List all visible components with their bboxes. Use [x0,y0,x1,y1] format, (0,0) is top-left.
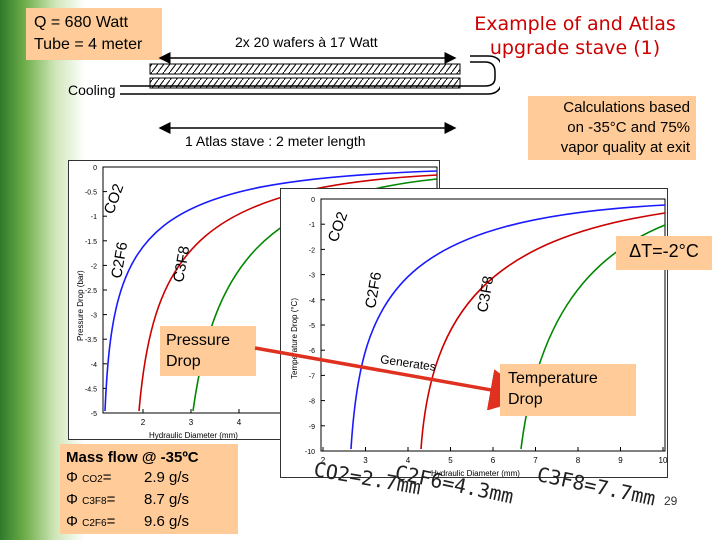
pressure-drop-line1: Pressure [166,332,231,349]
temperature-xtick-label: 5 [448,456,453,465]
temperature-ytick-label: -8 [309,399,315,406]
pressure-ytick-label: -3 [91,313,97,320]
calc-note-box: Calculations based on -35°C and 75% vapo… [528,96,696,160]
pressure-ytick-label: -1 [91,214,97,221]
mass-flow-value: 8.7 g/s [144,491,190,508]
pressure-ytick-label: 0 [93,165,97,172]
temperature-drop-label: Temperature Drop [500,364,636,416]
page-number: 29 [664,494,678,508]
pressure-ylabel: Pressure Drop (bar) [76,270,85,341]
temperature-ytick-label: -10 [305,449,315,456]
title-line1: Example of and Atlas [474,13,676,35]
temperature-drop-line2: Drop [508,391,543,408]
mass-flow-symbol: Φ C2F6= [66,513,116,530]
pressure-ytick-label: -2.5 [85,288,97,295]
delta-t-label: ΔT=-2°C [616,236,712,270]
temperature-xtick-label: 6 [491,456,496,465]
pressure-xlabel: Hydraulic Diameter (mm) [149,431,238,440]
mass-flow-row: Φ CO2= 2.9 g/s [66,468,232,490]
mass-flow-symbol: Φ CO2= [66,469,112,486]
wafers-label: 2x 20 wafers à 17 Watt [235,34,378,50]
stave-diagram [120,52,500,134]
pressure-drop-label: Pressure Drop [160,326,256,376]
pressure-xtick-label: 2 [141,418,146,427]
temperature-xlabel: Hydraulic Diameter (mm) [431,469,520,478]
power-line: Q = 680 Watt [34,14,129,31]
temperature-ytick-label: -9 [309,424,315,431]
mass-flow-symbol: Φ C3F8= [66,491,116,508]
pressure-ytick-label: -5 [91,411,97,418]
pressure-ytick-label: -0.5 [85,190,97,197]
pressure-label-c3f8: C3F8 [170,245,193,284]
stave-label: 1 Atlas stave : 2 meter length [183,133,368,149]
pressure-ytick-label: -2 [91,263,97,270]
temperature-chart-svg: 0 -1 -2 -3 -4 -5 -6 -7 -8 -9 -10 2 3 4 5 6 7 8 9 10Hydrauli… [290,197,668,478]
pressure-curve-co2 [104,170,438,412]
temperature-xtick-label: 9 [618,456,623,465]
temperature-label-c2f6: C2F6 [362,271,385,310]
temperature-ytick-label: -7 [309,373,315,380]
pressure-xtick-label: 4 [237,418,242,427]
title-line2: upgrade stave (1) [489,37,661,59]
mass-flow-title: Mass flow @ -35ºC [66,449,199,466]
mass-flow-value: 2.9 g/s [144,469,190,486]
slide-title: Example of and Atlas upgrade stave (1) [440,12,710,60]
mass-flow-row: Φ C2F6= 9.6 g/s [66,512,232,534]
pressure-label-c2f6: C2F6 [108,241,131,280]
power-box: Q = 680 Watt Tube = 4 meter [26,8,162,60]
temperature-ytick-label: -4 [309,298,315,305]
pressure-curve-c2f6 [138,174,438,412]
temperature-ytick-label: -2 [309,247,315,254]
calc-line1: Calculations based [563,99,690,116]
temperature-label-c3f8: C3F8 [474,275,497,314]
pressure-ytick-label: -1.5 [85,239,97,246]
temperature-ytick-label: -3 [309,273,315,280]
calc-line3: vapor quality at exit [560,139,690,156]
cooling-label: Cooling [68,82,116,98]
temperature-xtick-label: 8 [576,456,581,465]
tube-line: Tube = 4 meter [34,36,143,53]
temperature-ytick-label: -6 [309,348,315,355]
mass-flow-box: Mass flow @ -35ºC Φ CO2= 2.9 g/s Φ C3F8= 8.… [60,444,238,534]
temperature-xtick-label: 7 [533,456,538,465]
temperature-drop-line1: Temperature [508,370,598,387]
calc-line2: on -35°C and 75% [567,119,690,136]
generates-arrow [254,346,532,410]
temperature-xtick-label: 2 [321,456,326,465]
pressure-ytick-label: -3.5 [85,337,97,344]
pressure-drop-line2: Drop [166,353,201,370]
mass-flow-row: Φ C3F8= 8.7 g/s [66,490,232,512]
temperature-ytick-label: -1 [309,222,315,229]
temperature-ylabel: Temperature Drop (°C) [290,298,299,379]
temperature-ytick-label: -5 [309,323,315,330]
pressure-xtick-label: 3 [189,418,194,427]
temperature-ytick-label: 0 [311,197,315,204]
mass-flow-rows: Φ CO2= 2.9 g/s Φ C3F8= 8.7 g/s Φ C2F6= 9.6 g/… [66,468,232,534]
temperature-xtick-label: 3 [363,456,368,465]
temperature-curve-c2f6 [420,212,666,450]
temperature-xtick-label: 10 [659,456,668,465]
temperature-xtick-label: 4 [406,456,411,465]
temperature-curve-co2 [350,204,666,450]
pressure-ytick-label: -4.5 [85,386,97,393]
mass-flow-value: 9.6 g/s [144,513,190,530]
pressure-ytick-label: -4 [91,362,97,369]
